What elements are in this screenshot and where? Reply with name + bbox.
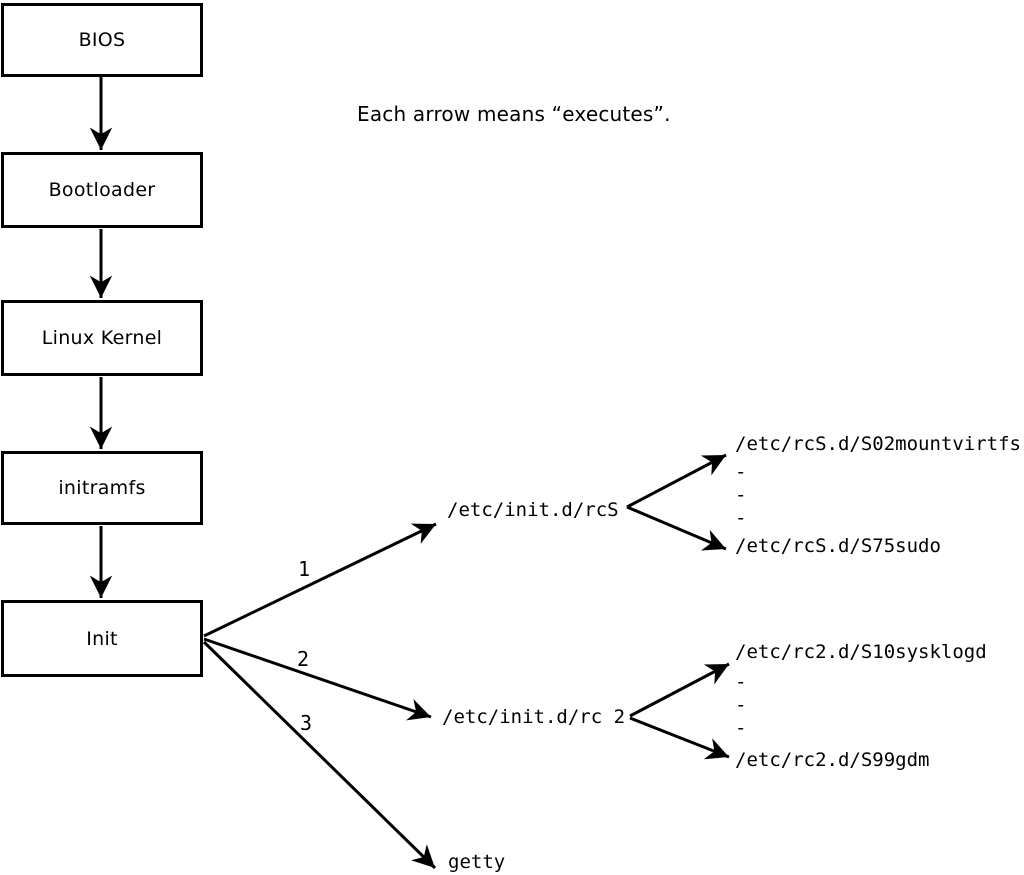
target-rc2-script: /etc/init.d/rc 2 [442, 706, 626, 728]
fan-arrow-label-3: 3 [300, 711, 313, 735]
arrow-init-to-getty [202, 640, 437, 870]
rc2-ellipsis-dash: - [735, 694, 747, 716]
rcs-ellipsis-dash: - [735, 484, 747, 506]
arrow-rcs-to-s02 [626, 453, 727, 509]
arrow-rc2-to-s99 [629, 716, 730, 760]
rc2-ellipsis-dash: - [735, 671, 747, 693]
rcs-child-s02mountvirtfs: /etc/rcS.d/S02mountvirtfs [735, 433, 1021, 455]
rcs-child-s75sudo: /etc/rcS.d/S75sudo [735, 535, 941, 557]
stage-box-bootloader: Bootloader [1, 152, 203, 228]
stage-label-linux-kernel: Linux Kernel [41, 327, 163, 349]
arrow-rcs-to-s75 [626, 505, 727, 551]
fan-arrow-label-1: 1 [298, 557, 311, 581]
rc2-ellipsis-dash: - [735, 717, 747, 739]
rcs-ellipsis-dash: - [735, 507, 747, 529]
stage-label-bios: BIOS [78, 29, 126, 51]
legend-note: Each arrow means “executes”. [357, 102, 671, 126]
stage-box-linux-kernel: Linux Kernel [1, 300, 203, 376]
target-getty: getty [448, 851, 506, 873]
stage-label-init: Init [86, 627, 118, 650]
arrow-init-to-rc2 [203, 637, 432, 721]
arrow-init-to-rcs [203, 522, 437, 638]
stage-label-initramfs: initramfs [58, 477, 146, 499]
rc2-child-s10sysklogd: /etc/rc2.d/S10sysklogd [735, 641, 987, 663]
stage-box-bios: BIOS [1, 3, 203, 77]
target-rcs-script: /etc/init.d/rcS [447, 499, 619, 521]
fan-arrow-label-2: 2 [297, 647, 310, 671]
arrow-rc2-to-s10 [629, 662, 730, 718]
rc2-child-s99gdm: /etc/rc2.d/S99gdm [735, 749, 930, 771]
stage-box-initramfs: initramfs [1, 451, 203, 525]
stage-label-bootloader: Bootloader [48, 179, 156, 201]
rcs-ellipsis-dash: - [735, 461, 747, 483]
stage-box-init: Init [1, 600, 203, 677]
